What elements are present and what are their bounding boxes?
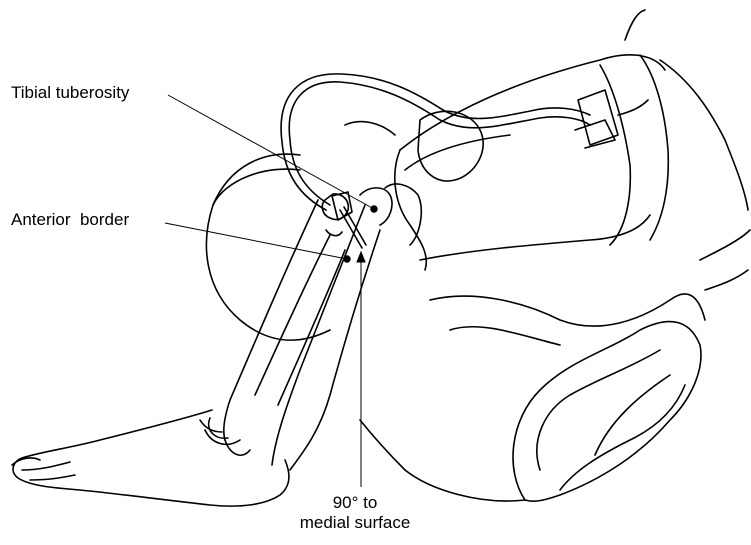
thigh-drawing [400, 10, 750, 290]
angle-label-line2: medial surface [290, 513, 420, 533]
tibial-tuberosity-point [371, 206, 377, 212]
foot-drawing [12, 410, 289, 506]
anterior-border-point [344, 256, 350, 262]
medial-angle-arrowhead [357, 252, 365, 262]
tibial-tuberosity-leader [168, 95, 374, 209]
medial-surface-angle-label: 90° to medial surface [290, 493, 420, 533]
knee-drawing [360, 111, 483, 270]
anterior-border-label: Anterior border [11, 211, 129, 228]
annotation-leaders [165, 95, 377, 487]
anterior-border-leader [165, 223, 347, 259]
shin-drawing [209, 200, 380, 470]
angle-label-line1: 90° to [290, 493, 420, 513]
tibial-tuberosity-label: Tibial tuberosity [11, 84, 129, 101]
